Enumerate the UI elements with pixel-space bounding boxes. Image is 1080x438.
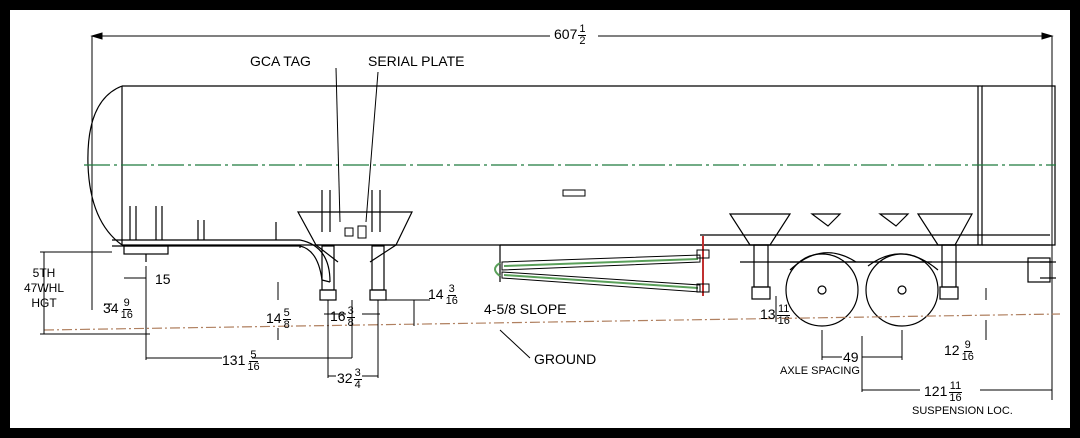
rear-frame bbox=[499, 234, 1052, 282]
front-frame bbox=[112, 206, 331, 283]
tag-leader-lines bbox=[335, 67, 379, 239]
dimension-lines bbox=[40, 251, 1052, 392]
landing-gear bbox=[296, 190, 413, 301]
hose-tubes bbox=[494, 236, 710, 296]
tank-label-plate bbox=[562, 189, 586, 197]
overall-length-whole: 607 bbox=[554, 26, 578, 43]
kingpin-offset-label: 15 bbox=[155, 271, 171, 287]
overall-dimension-line bbox=[90, 32, 1054, 400]
slope-label: 4-5/8 SLOPE bbox=[484, 301, 567, 317]
suspension-brackets bbox=[728, 213, 974, 300]
wheels bbox=[785, 252, 939, 327]
suspension-location-label: SUSPENSION LOC. bbox=[912, 405, 1013, 417]
tank-body bbox=[87, 85, 1056, 248]
serial-plate-label: SERIAL PLATE bbox=[368, 53, 465, 69]
gca-tag-label: GCA TAG bbox=[250, 53, 311, 69]
axle-spacing-value-label: 49 bbox=[843, 349, 859, 365]
ground-label: GROUND bbox=[534, 351, 597, 367]
axle-spacing-label: AXLE SPACING bbox=[780, 365, 860, 377]
ground-line bbox=[43, 313, 1061, 331]
rear-bumper bbox=[1027, 257, 1056, 283]
fifth-wheel-label: 5TH 47WHL HGT bbox=[24, 266, 65, 310]
